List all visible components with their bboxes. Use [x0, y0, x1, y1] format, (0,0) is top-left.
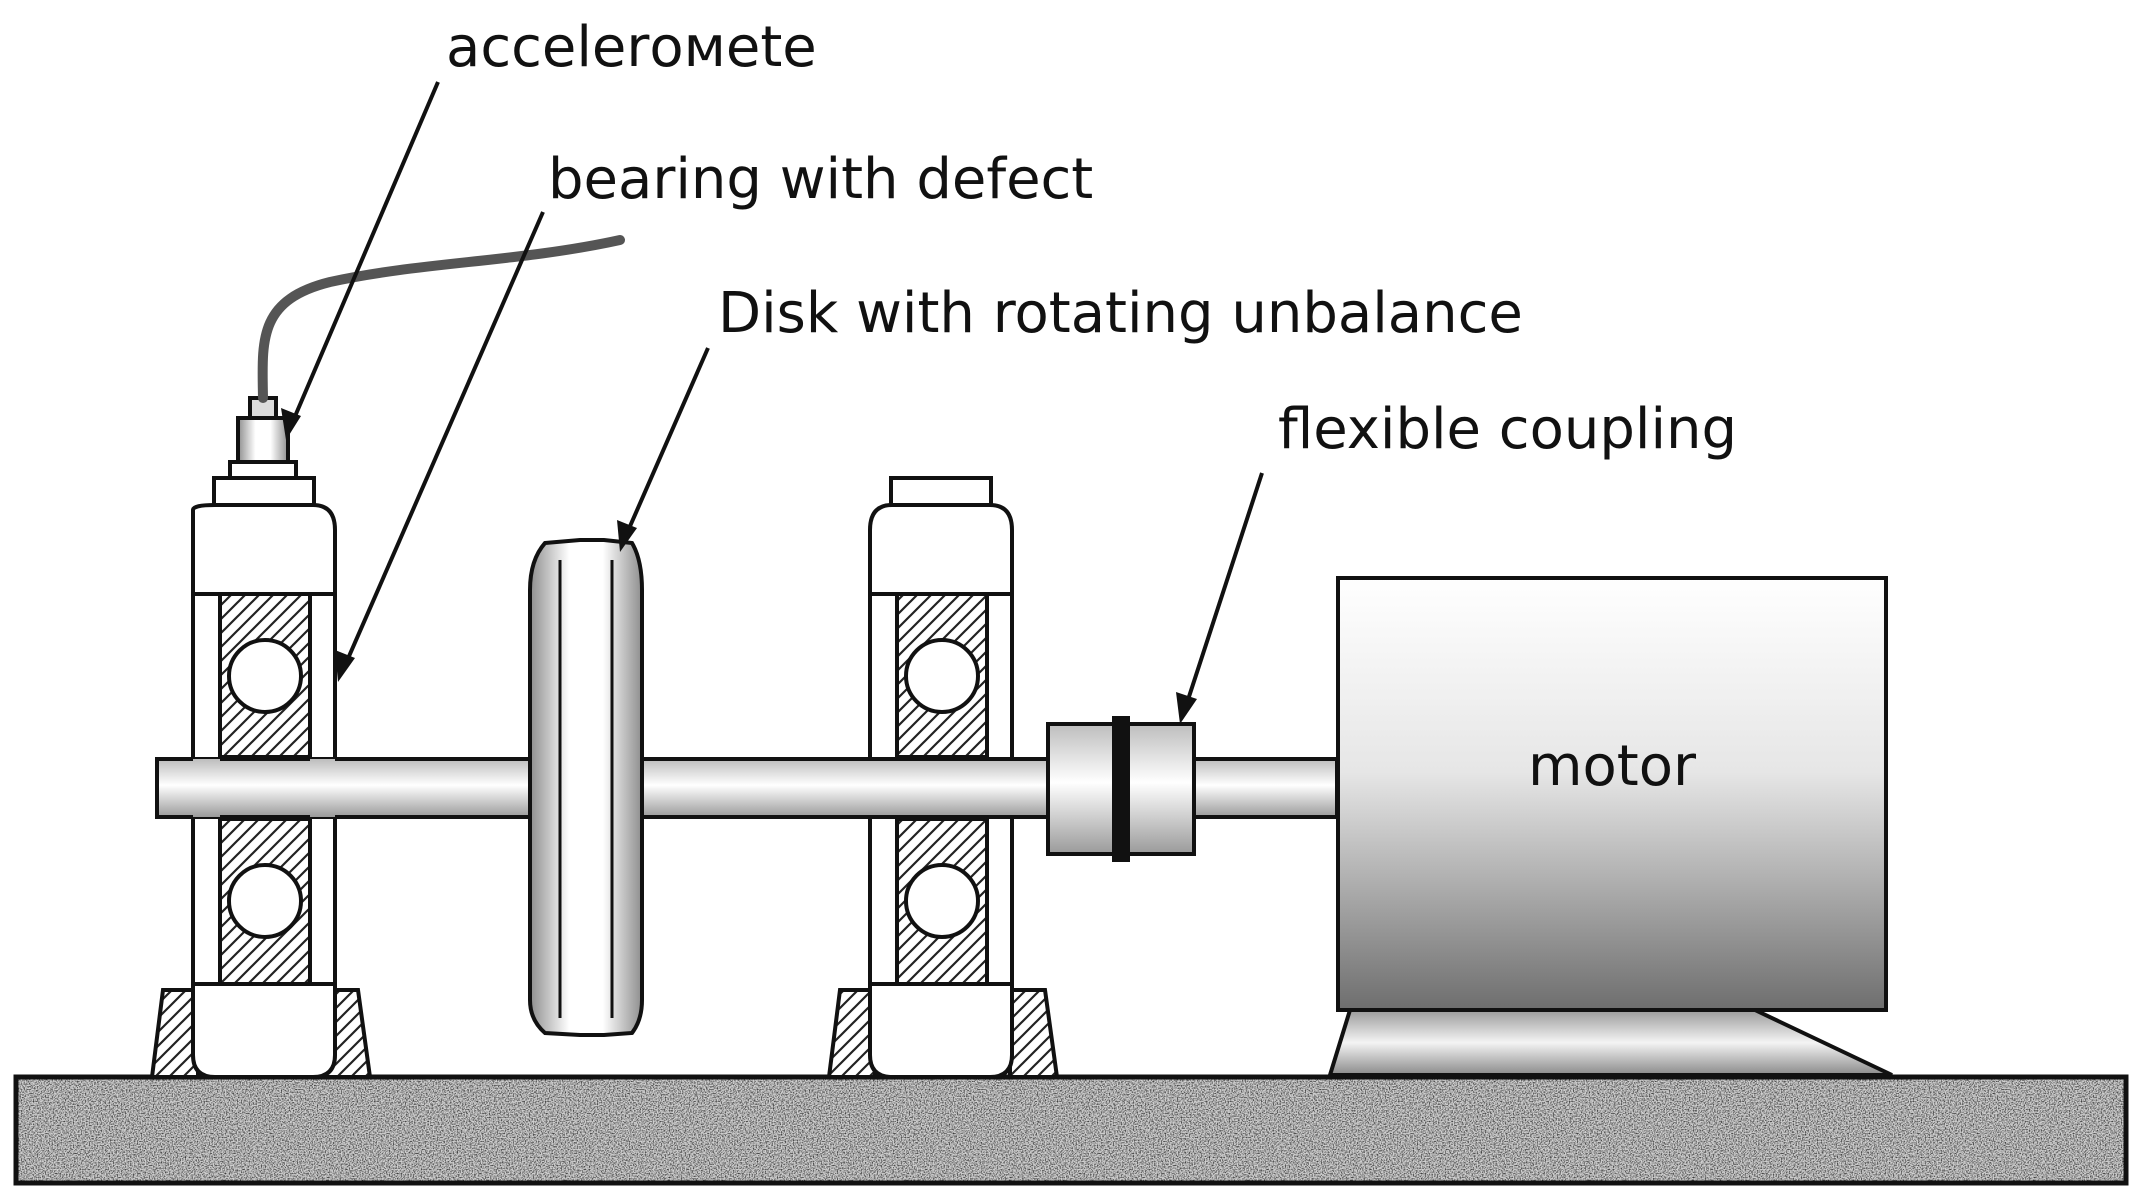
leader-accelerometer	[281, 81, 440, 440]
unbalance-disk	[528, 538, 644, 1037]
disk-label: Disk with rotating unbalance	[718, 281, 1523, 346]
coupling-label: flexible coupling	[1278, 397, 1737, 462]
leader-bearing	[335, 211, 545, 682]
leader-disk	[617, 347, 710, 552]
leader-coupling	[1176, 472, 1264, 724]
motor	[1327, 576, 1893, 1077]
base-plate	[13, 1074, 2129, 1186]
motor-label: motor	[1528, 734, 1697, 799]
accelerometer-sensor	[228, 235, 625, 480]
flexible-coupling	[1046, 716, 1196, 862]
accelerometer-label: accelerомete	[446, 15, 817, 80]
bearing-label: bearing with defect	[548, 147, 1093, 212]
